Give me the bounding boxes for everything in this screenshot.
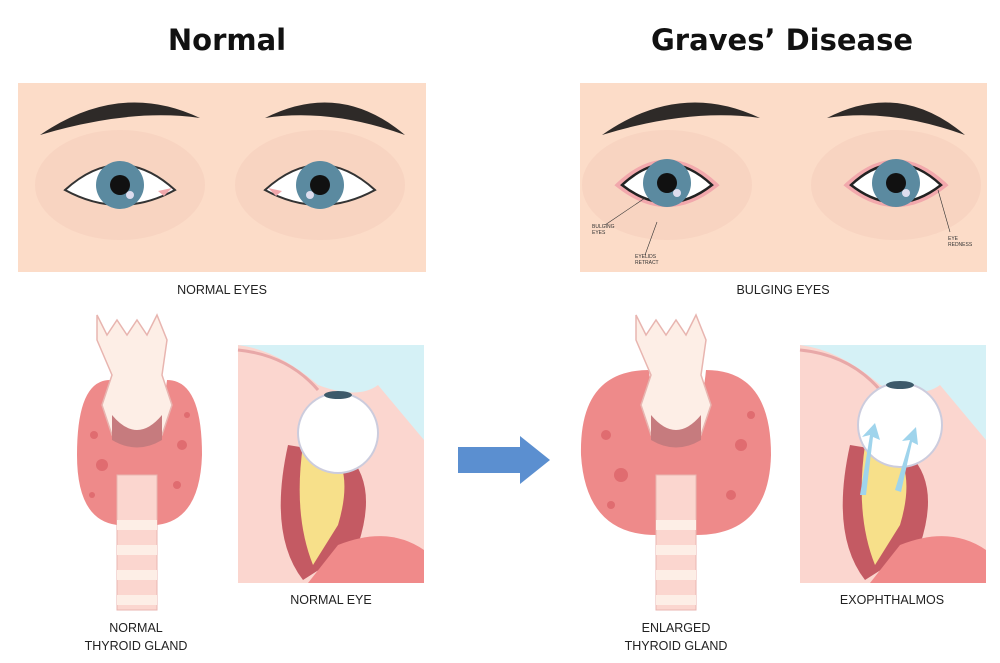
pressure-arrow-icon (895, 427, 918, 492)
enlarged-thyroid-label-line2: THYROID GLAND (625, 639, 728, 653)
normal-eyes-label: NORMAL EYES (177, 283, 267, 297)
progression-arrow-icon (458, 436, 550, 484)
annotation-eyelids: EYELIDS (635, 254, 657, 260)
graves-title: Graves’ Disease (651, 23, 913, 57)
bulging-eyes-label: BULGING EYES (736, 283, 829, 297)
normal-thyroid-illustration (77, 314, 202, 611)
right-eyebrow (827, 102, 965, 135)
normal-thyroid-label-line2: THYROID GLAND (85, 639, 188, 653)
normal-thyroid-label-line1: NORMAL (109, 621, 163, 635)
enlarged-thyroid-label-line1: ENLARGED (642, 621, 711, 635)
pressure-arrow-icon (860, 423, 880, 495)
normal-title: Normal (168, 23, 286, 57)
normal-left-eye (34, 129, 206, 241)
annotation-eyelids-2: RETRACT (635, 260, 659, 266)
annotation-bulging: BULGING (592, 224, 615, 230)
left-eyebrow (602, 102, 760, 135)
exophthalmos-cross-section (798, 343, 988, 585)
normal-right-eye (234, 129, 406, 241)
left-eyebrow (40, 102, 200, 135)
bulging-right-eye (811, 130, 981, 240)
normal-eyes-panel (18, 83, 426, 272)
normal-eye-label: NORMAL EYE (290, 593, 372, 607)
right-eyebrow (265, 102, 405, 135)
annotation-bulging-2: EYES (592, 230, 606, 236)
annotation-redness: EYE (948, 236, 959, 242)
bulging-eyes-panel: BULGING EYES EYELIDS RETRACT EYE REDNESS (580, 83, 987, 272)
normal-eye-cross-section (236, 343, 426, 585)
enlarged-thyroid-illustration (580, 314, 771, 611)
exophthalmos-label: EXOPHTHALMOS (840, 593, 944, 607)
annotation-redness-2: REDNESS (948, 242, 973, 248)
